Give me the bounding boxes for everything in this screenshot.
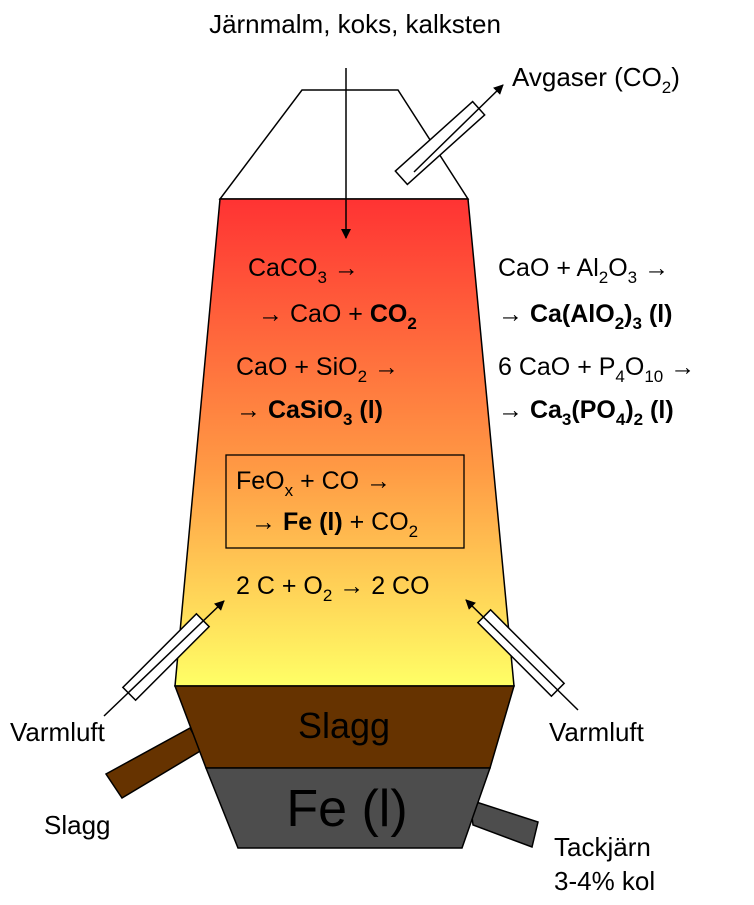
reaction-silicate-line1: CaO + SiO2 → <box>236 353 399 386</box>
pig-iron-label-line2: 3-4% kol <box>554 866 655 896</box>
slag-layer-label: Slagg <box>298 705 390 746</box>
reaction-combustion: 2 C + O2 → 2 CO <box>236 572 430 605</box>
reaction-phosphate-line1: 6 CaO + P4O10 → <box>498 353 695 386</box>
hot-air-left-label: Varmluft <box>10 717 106 747</box>
reaction-reduction-line2: → Fe (l) + CO2 <box>251 508 418 541</box>
reaction-reduction-line1: FeOx + CO → <box>236 467 391 500</box>
iron-layer <box>204 767 492 849</box>
reaction-aluminate-line2: → Ca(AlO2)3 (l) <box>498 300 673 333</box>
slag-outlet-pipe <box>104 726 204 800</box>
pig-iron-label-line1: Tackjärn <box>554 832 651 862</box>
slag-outlet-label: Slagg <box>44 810 111 840</box>
hot-air-right-label: Varmluft <box>549 717 645 747</box>
pig-iron-outlet-pipe <box>469 798 539 848</box>
hot-air-arrow-left <box>103 600 225 717</box>
exhaust-arrow <box>413 84 504 173</box>
reaction-phosphate-line2: → Ca3(PO4)2 (l) <box>498 396 674 429</box>
iron-layer-label: Fe (l) <box>286 780 407 838</box>
hot-air-arrow-right <box>465 599 579 711</box>
reaction-silicate-line2: → CaSiO3 (l) <box>236 396 383 429</box>
reaction-calcination-line1: CaCO3 → <box>248 254 359 287</box>
reaction-aluminate-line1: CaO + Al2O3 → <box>498 254 669 287</box>
reaction-calcination-line2: → CaO + CO2 <box>258 300 417 333</box>
reduction-box <box>225 454 465 549</box>
inputs-label: Järnmalm, koks, kalksten <box>209 9 501 39</box>
exhaust-label: Avgaser (CO2) <box>512 62 680 97</box>
